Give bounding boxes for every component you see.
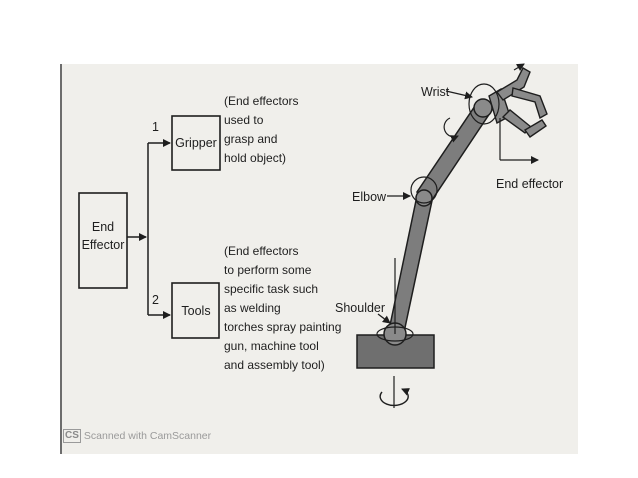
- base-rotation-arrow: [379, 388, 411, 407]
- gripper-note-line-3: grasp and: [224, 132, 277, 146]
- end-effector-box-line-1: End: [92, 220, 114, 234]
- camscanner-logo: CS: [63, 429, 81, 443]
- tools-note-line-5: torches spray painting: [224, 320, 341, 334]
- gripper-box: [171, 115, 221, 171]
- shoulder-pointer-arrow: [377, 313, 391, 324]
- gripper-open-arrow: [513, 63, 525, 72]
- tools-note-line-3: specific task such: [224, 282, 318, 296]
- tools-note-line-2: to perform some: [224, 263, 312, 277]
- gripper-right-finger: [511, 87, 548, 120]
- branch-2-number: 2: [152, 293, 159, 307]
- page-margin-line: [60, 64, 62, 454]
- end-effector-box: [78, 192, 128, 289]
- scan-background: [60, 64, 578, 454]
- end-effector-box-line-2: Effector: [82, 238, 125, 252]
- gripper-label: Gripper: [175, 136, 217, 150]
- robot-upper-arm: [416, 101, 492, 205]
- tools-note-line-1: (End effectors: [224, 244, 298, 258]
- tools-note-line-4: as welding: [224, 301, 281, 315]
- wrist-roll-arrow: [443, 117, 459, 143]
- gripper-note-line-4: hold object): [224, 151, 286, 165]
- tools-note-line-6: gun, machine tool: [224, 339, 319, 353]
- wrist-pointer-arrow: [445, 90, 473, 100]
- robot-arm-illustration: [356, 63, 548, 408]
- elbow-joint: [415, 189, 433, 207]
- elbow-rotation-marker: [410, 176, 438, 204]
- gripper-note-line-2: used to: [224, 113, 264, 127]
- wrist-joint: [473, 98, 493, 118]
- gripper-note-line-1: (End effectors: [224, 94, 298, 108]
- wrist-rotation-marker: [468, 83, 500, 125]
- gripper-upper-finger: [495, 67, 531, 101]
- end-effector-arm-label: End effector: [496, 177, 563, 191]
- tools-label: Tools: [181, 304, 210, 318]
- camscanner-watermark: CS Scanned with CamScanner: [63, 429, 211, 443]
- camscanner-text: Scanned with CamScanner: [83, 430, 212, 442]
- elbow-label: Elbow: [352, 190, 387, 204]
- shoulder-label: Shoulder: [335, 301, 385, 315]
- wrist-label: Wrist: [421, 85, 450, 99]
- tools-note-line-7: and assembly tool): [224, 358, 325, 372]
- tools-box: [171, 282, 220, 339]
- branch-1-number: 1: [152, 120, 159, 134]
- gripper-lower-finger-tip: [523, 119, 547, 138]
